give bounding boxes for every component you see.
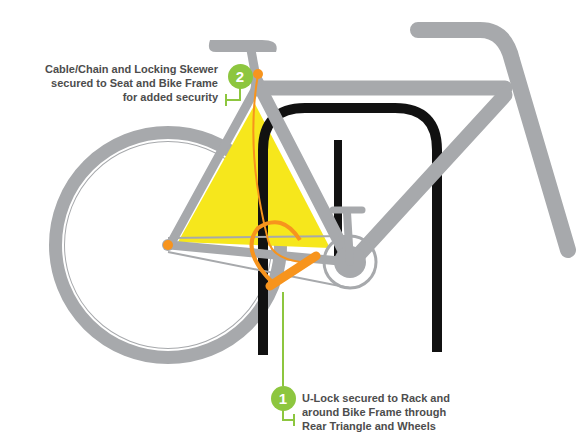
- saddle: [209, 40, 277, 52]
- locking-skewer: [163, 240, 173, 250]
- down-tube: [352, 95, 505, 262]
- callout-text: Cable/Chain and Locking Skewer secured t…: [38, 62, 218, 104]
- u-lock-body: [270, 256, 316, 286]
- rear-hub: [162, 239, 174, 251]
- callout-number: 2: [228, 64, 253, 89]
- leader-line: [226, 88, 240, 106]
- top-tube: [258, 81, 505, 96]
- callout-text: U-Lock secured to Rack and around Bike F…: [302, 391, 462, 433]
- seat-stay: [170, 90, 255, 245]
- chain: [168, 236, 350, 238]
- callout-number: 1: [271, 386, 296, 411]
- crank-arm: [347, 212, 350, 262]
- callout-number-text: 1: [279, 391, 287, 406]
- callout-number-text: 2: [236, 69, 244, 84]
- seat-skewer: [253, 69, 263, 79]
- handlebar-fork: [418, 30, 568, 250]
- pedal: [333, 207, 362, 214]
- seat-tube: [256, 80, 350, 262]
